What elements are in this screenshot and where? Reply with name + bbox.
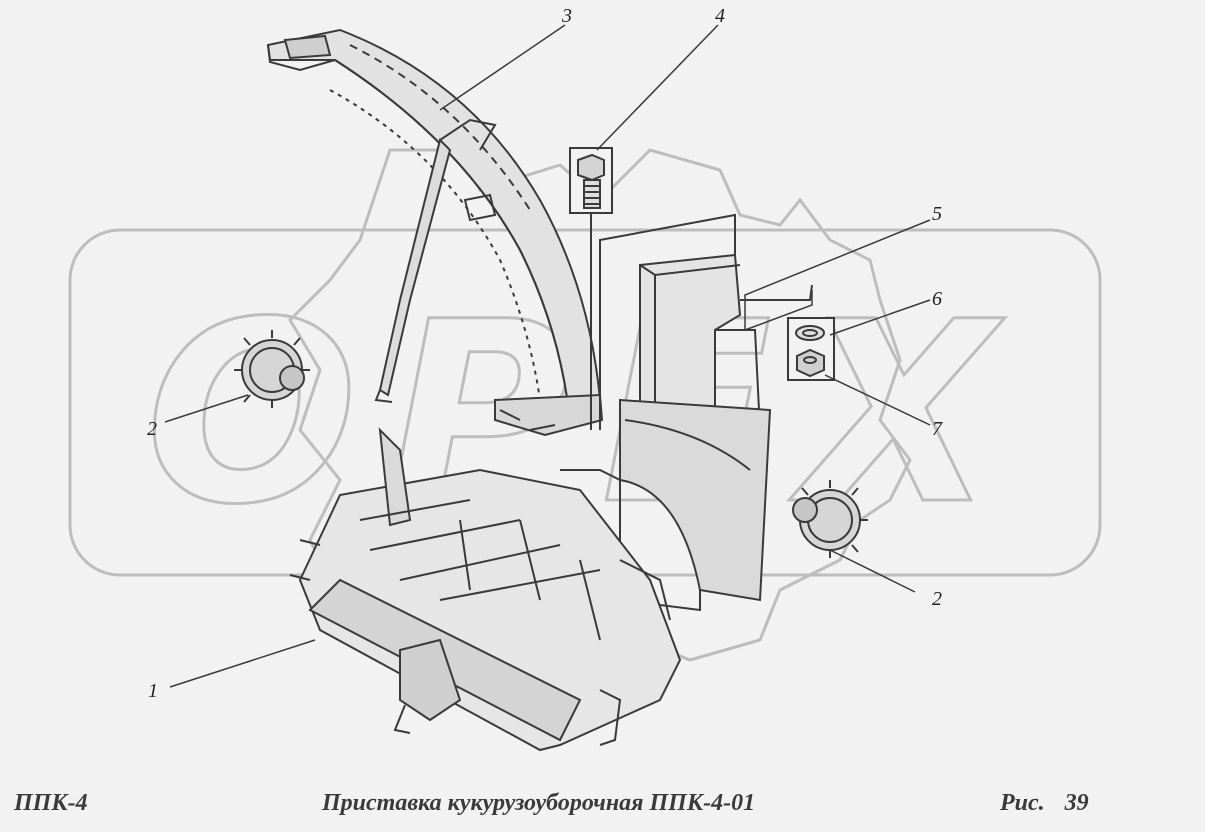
part-3-chute bbox=[266, 28, 604, 437]
part-6-washer bbox=[787, 317, 835, 381]
callout-5: 5 bbox=[932, 203, 942, 225]
figure-number: 39 bbox=[1064, 790, 1089, 816]
footer-model: ППК-4 bbox=[14, 790, 88, 816]
callout-2-left: 2 bbox=[147, 418, 157, 440]
footer-figure: Рис. 39 bbox=[1000, 790, 1089, 817]
callout-4: 4 bbox=[715, 5, 725, 27]
callout-6: 6 bbox=[932, 288, 942, 310]
callout-7: 7 bbox=[932, 418, 943, 440]
footer-title: Приставка кукурузоуборочная ППК-4-01 bbox=[322, 790, 756, 816]
watermark-gear bbox=[288, 148, 912, 672]
callout-3: 3 bbox=[561, 5, 572, 27]
part-4-bolt bbox=[569, 147, 613, 430]
part-1-frame bbox=[289, 427, 682, 752]
leader-lines bbox=[164, 24, 931, 688]
callout-1: 1 bbox=[148, 680, 158, 702]
callout-2-right: 2 bbox=[932, 588, 942, 610]
figure-label: Рис. bbox=[1000, 790, 1045, 816]
part-2-sprocket-left bbox=[234, 330, 310, 408]
part-7-nut bbox=[796, 348, 825, 378]
part-2-sprocket-right bbox=[792, 480, 868, 558]
part-5-housing bbox=[599, 213, 813, 612]
